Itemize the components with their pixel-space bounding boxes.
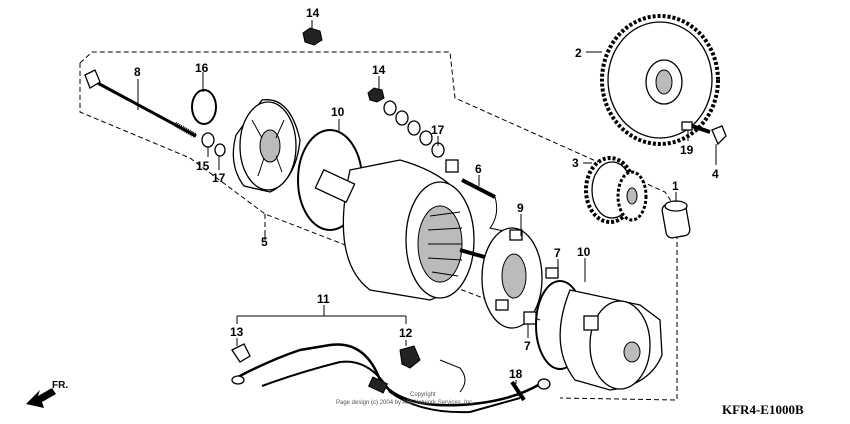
brush-holder-9	[481, 227, 543, 329]
bolt-18	[510, 380, 526, 402]
callout-11: 11	[317, 292, 330, 306]
callout-10a: 10	[331, 105, 345, 119]
washer-17a	[214, 143, 226, 157]
front-direction-arrow	[26, 388, 56, 408]
callout-9: 9	[517, 201, 524, 215]
callout-4: 4	[712, 167, 719, 181]
washer-15	[201, 132, 215, 148]
callout-7a: 7	[554, 246, 561, 260]
front-cover-5	[232, 99, 301, 193]
callout-12: 12	[399, 326, 413, 340]
cable-harness-11	[231, 343, 551, 414]
bolt-19	[681, 121, 711, 134]
brush-7b	[523, 311, 537, 325]
diagram-code: KFR4-E1000B	[722, 402, 804, 417]
callout-2: 2	[575, 46, 582, 60]
nut-14a	[302, 27, 323, 46]
callout-10b: 10	[577, 245, 591, 259]
callout-14b: 14	[372, 63, 386, 77]
terminal-cap-12	[399, 345, 421, 369]
callout-19: 19	[680, 143, 694, 157]
long-bolt-8	[84, 69, 198, 139]
callout-8: 8	[134, 65, 141, 79]
callout-18: 18	[509, 367, 523, 381]
callout-17a: 17	[212, 171, 226, 185]
callout-15: 15	[196, 159, 210, 173]
front-direction-label: FR.	[52, 380, 68, 391]
callout-3: 3	[572, 156, 579, 170]
armature-case	[314, 159, 489, 301]
washer-stack	[367, 87, 459, 173]
callout-14a: 14	[306, 6, 320, 20]
idle-gear-3	[584, 156, 648, 224]
callout-13: 13	[230, 325, 244, 339]
driven-gear-2	[600, 14, 720, 146]
terminal-bolt-6	[461, 178, 509, 233]
clip-4	[711, 125, 727, 146]
callout-5: 5	[261, 235, 268, 249]
callout-17b: 17	[431, 123, 445, 137]
brush-7a	[545, 267, 559, 279]
callout-1: 1	[672, 179, 679, 193]
terminal-cap-13	[231, 343, 251, 363]
leader-lines	[137, 20, 717, 384]
watermark-line-1: Copyright	[410, 392, 436, 398]
callouts: 14 8 16 15 17 5 10 14 17 6 9 7 10 7 2 19…	[134, 6, 719, 381]
watermark-line-2: Page design (c) 2004 by ARI Network Serv…	[336, 400, 474, 406]
shaft-1	[661, 200, 691, 239]
callout-16: 16	[195, 61, 209, 75]
callout-7b: 7	[524, 339, 531, 353]
callout-6: 6	[475, 162, 482, 176]
o-ring-16	[191, 89, 217, 125]
rear-cover	[559, 289, 663, 391]
